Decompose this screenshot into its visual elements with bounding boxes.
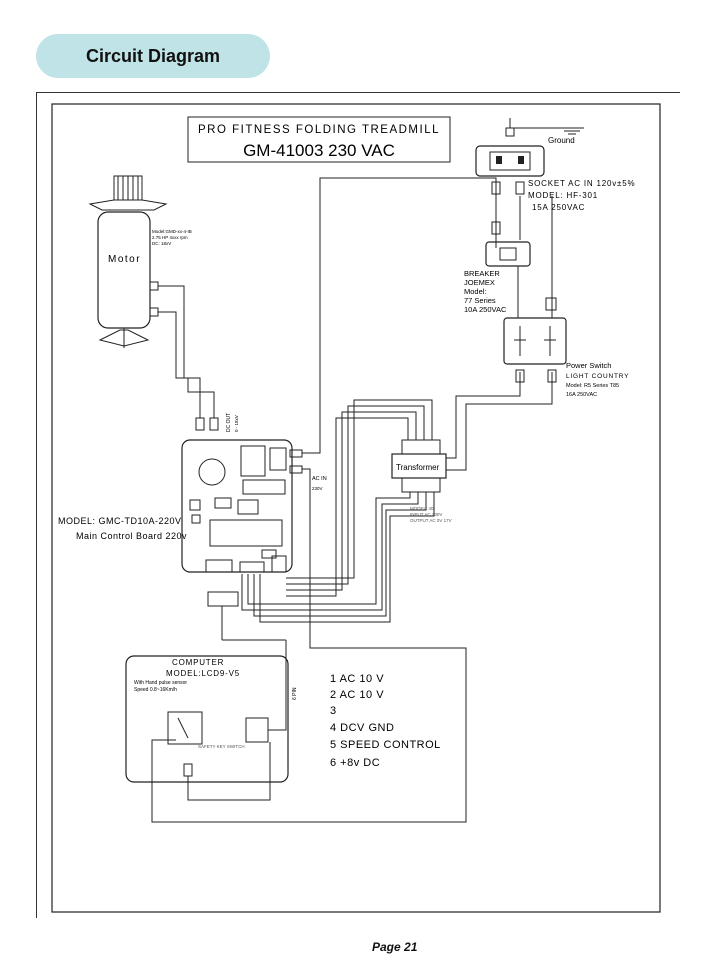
motor-label: Motor (108, 254, 141, 265)
pin-list: 1 AC 10 V 2 AC 10 V 3 4 DCV GND 5 SPEED … (330, 673, 441, 769)
ac-socket (475, 145, 545, 195)
computer-line4: Speed 0.8~16Km/h (134, 687, 177, 693)
transformer-spec-1: MODEL: 40 (410, 506, 434, 511)
motor-spec-1: Model:GMD-xx-4-IB (152, 229, 192, 234)
switch-line3: Model: R5 Series T85 (566, 383, 619, 389)
motor: Motor Model:GMD-xx-4-IB 2.75 HP 4xxx rpm… (88, 175, 192, 348)
board-bottom-connectors (205, 555, 287, 658)
pin-2: 2 AC 10 V (330, 689, 384, 701)
console-cable (268, 658, 287, 731)
wire-bundle-lower (241, 492, 435, 623)
diagram-frame (51, 103, 661, 913)
ac-in-label: AC IN (312, 476, 327, 482)
computer-line1: COMPUTER (172, 658, 224, 667)
page-title-badge: Circuit Diagram (36, 34, 270, 78)
product-title-box: PRO FITNESS FOLDING TREADMILL GM-41003 2… (187, 116, 451, 163)
breaker-line5: 10A 250VAC (464, 305, 507, 314)
motor-wire-1 (158, 285, 201, 418)
cable-label: 6 PIN (292, 687, 298, 700)
dc-out-voltage: 0 - 18xV (234, 415, 239, 432)
board-name: Main Control Board 220v (76, 531, 187, 541)
breaker (485, 221, 531, 267)
main-control-board (181, 439, 293, 573)
product-title-line2: GM-41003 230 VAC (243, 141, 395, 160)
switch-line2: LIGHT COUNTRY (566, 373, 629, 380)
header-rule (36, 92, 680, 93)
ground-symbol (505, 118, 584, 137)
page-number: Page 21 (372, 940, 418, 954)
transformer-spec-2: INPUT AC 230V (410, 512, 442, 517)
socket-line3: 15A 250VAC (532, 203, 585, 212)
transformer (391, 439, 447, 493)
breaker-line2: JOEMEX (464, 278, 495, 287)
margin-rule (36, 92, 37, 918)
transformer-spec-3: OUTPUT AC 0V 17V (410, 518, 452, 523)
ac-wire-loop (151, 468, 467, 823)
switch-line4: 16A 250VAC (566, 392, 597, 398)
motor-spec-3: DC: 18xV (152, 241, 171, 246)
switch-line1: Power Switch (566, 361, 611, 370)
safety-key-wire (187, 742, 271, 801)
pin-6: 6 +8v DC (330, 757, 380, 769)
power-switch (503, 297, 567, 383)
socket-line1: SOCKET AC IN 120v±5% (528, 179, 635, 188)
motor-spec-2: 2.75 HP 4xxx rpm (152, 235, 188, 240)
pin-1: 1 AC 10 V (330, 673, 384, 685)
breaker-line3: Model: (464, 287, 487, 296)
dc-out-connectors (195, 417, 219, 431)
pin-4: 4 DCV GND (330, 722, 394, 734)
ground-label: Ground (548, 136, 575, 145)
computer-line3: With Hand pulse sensor (134, 680, 187, 686)
breaker-line4: 77 Series (464, 296, 496, 305)
dc-out-label: DC OUT (226, 413, 232, 432)
product-title-line1: PRO FITNESS FOLDING TREADMILL (198, 124, 440, 136)
pin-5: 5 SPEED CONTROL (330, 739, 441, 751)
switch-to-transformer-wire (446, 372, 521, 459)
motor-wire-2 (158, 311, 215, 418)
breaker-line1: BREAKER (464, 269, 500, 278)
board-model: MODEL: GMC-TD10A-220V (58, 516, 182, 526)
pin-3: 3 (330, 705, 337, 717)
ac-wire-live (302, 177, 497, 454)
safety-key-label: SAFETY KEY SWITCH (198, 744, 245, 749)
ac-in-voltage: 230V (312, 486, 323, 491)
page-title: Circuit Diagram (85, 45, 221, 66)
transformer-label: Transformer (396, 463, 440, 472)
switch-return-wire (446, 372, 553, 471)
computer-line2: MODEL:LCD9-V5 (166, 669, 240, 678)
socket-line2: MODEL: HF-301 (528, 191, 598, 200)
wire-bundle-upper (286, 399, 433, 597)
